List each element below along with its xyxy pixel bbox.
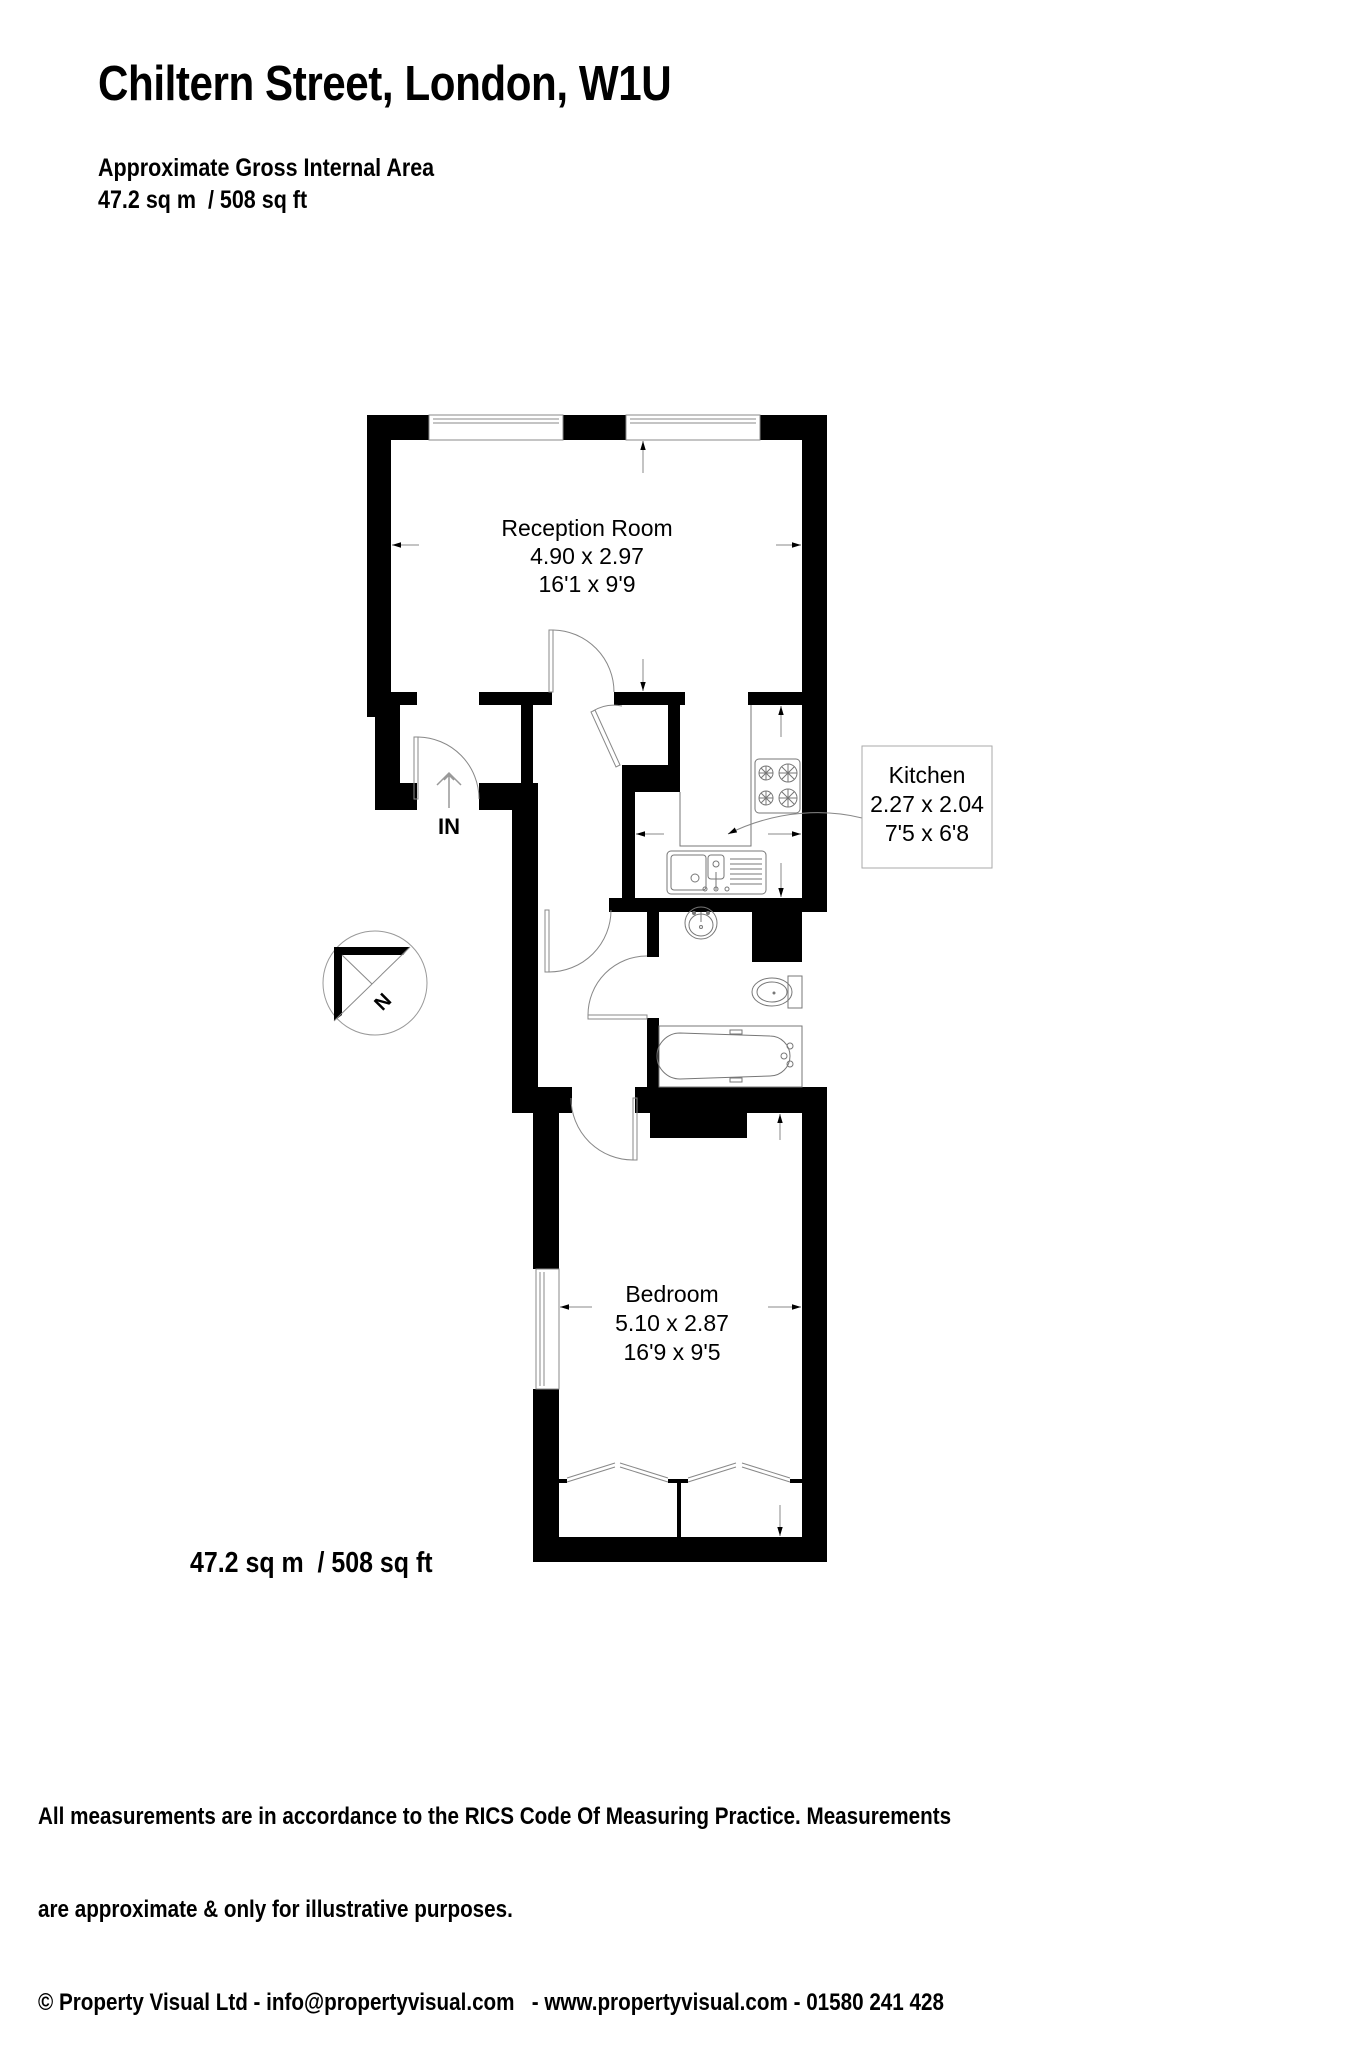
wall [650,1113,747,1138]
floor-plan: IN Reception Room 4.90 x 2.97 16'1 x 9'9… [322,414,993,1562]
fixtures [656,705,803,1088]
wall [790,1479,802,1483]
wall [512,783,538,1113]
wall [668,705,680,777]
wall [668,1479,688,1483]
store-door [590,709,621,768]
gross-internal-area-label: Approximate Gross Internal Area [98,154,435,182]
wall [614,692,685,705]
room-imperial-size: 16'9 x 9'5 [623,1339,720,1365]
entrance-door [413,736,419,800]
bedroom-door [632,1097,638,1161]
room-name: Kitchen [889,762,966,788]
windows [428,414,761,1390]
wall [647,1018,659,1100]
wall [563,415,626,440]
total-floor-area: 47.2 sq m / 508 sq ft [190,1547,433,1579]
wall [559,1479,567,1483]
window [625,414,761,441]
kitchen-label-box [861,745,993,869]
room-metric-size: 2.27 x 2.04 [870,791,984,817]
footer-copyright: © Property Visual Ltd - info@propertyvis… [38,1989,944,2016]
kitchen-counter [679,705,752,847]
kitchen-leader-line [727,812,863,835]
wall [367,692,417,705]
wall [677,1480,681,1537]
north-label: N [370,989,396,1015]
entrance-arrow-icon [436,771,462,808]
walls [367,415,827,1562]
room-imperial-size: 7'5 x 6'8 [885,820,969,846]
wall [367,415,391,717]
room-kitchen: Kitchen 2.27 x 2.04 7'5 x 6'8 [861,745,993,869]
door [548,629,554,693]
wall [802,415,827,907]
wall [609,898,827,912]
room-reception: Reception Room 4.90 x 2.97 16'1 x 9'9 [501,515,672,597]
wall [802,1087,827,1562]
bathtub-icon [656,1025,803,1088]
hob-icon [754,758,801,814]
wall [752,912,802,962]
toilet-icon [751,975,803,1009]
room-name: Reception Room [501,515,672,541]
wardrobe-door [566,1462,669,1483]
window [535,1268,560,1390]
wardrobe-door [687,1462,791,1483]
wall [375,783,417,810]
room-bedroom: Bedroom 5.10 x 2.87 16'9 x 9'5 [615,1281,729,1365]
wall [647,912,659,957]
room-metric-size: 5.10 x 2.87 [615,1310,729,1336]
wall [622,765,635,912]
room-imperial-size: 16'1 x 9'9 [538,571,635,597]
gross-internal-area-value: 47.2 sq m / 508 sq ft [98,186,308,214]
door [544,909,550,973]
dimension-arrows [392,441,863,1536]
bathroom-door [587,1014,648,1020]
wall [748,692,827,705]
compass-icon: N [322,930,428,1036]
kitchen-sink-icon [666,850,767,895]
wall [533,1389,559,1562]
wall [521,705,533,785]
wall [635,1087,827,1113]
wash-basin-icon [684,906,718,940]
wall [479,692,552,705]
doors [413,629,791,1483]
footer-line: All measurements are in accordance to th… [38,1803,952,1830]
footer-disclaimer: All measurements are in accordance to th… [38,1739,951,2049]
room-name: Bedroom [625,1281,718,1307]
wall [533,1537,827,1562]
window [428,414,564,441]
entrance-label: IN [438,814,460,839]
room-metric-size: 4.90 x 2.97 [530,543,644,569]
property-title: Chiltern Street, London, W1U [98,57,672,111]
wall [533,1087,559,1269]
